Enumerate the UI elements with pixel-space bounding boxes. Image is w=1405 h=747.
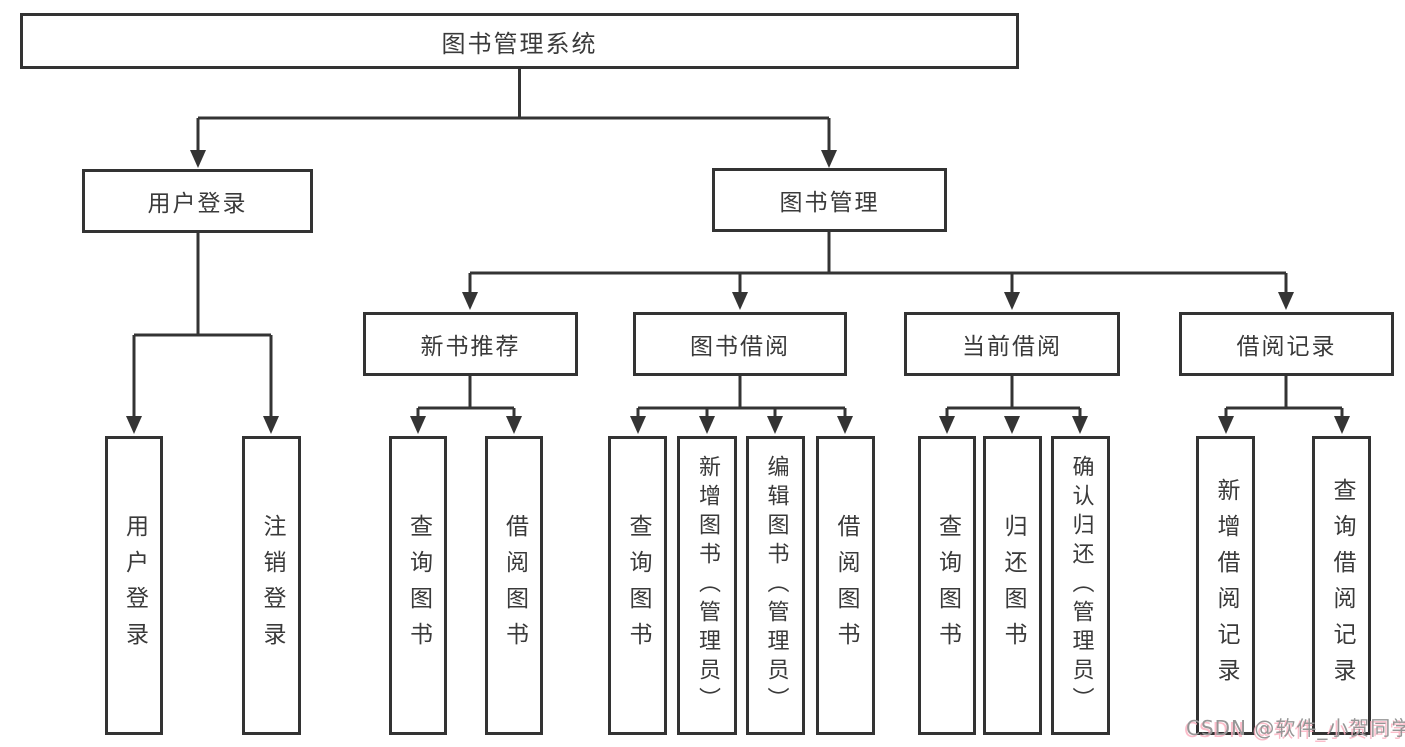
leaf-label: 新增借阅记录 (1213, 477, 1239, 694)
leaf-label: 用户登录 (121, 513, 148, 658)
leaf-label: 确认归还（管理员） (1068, 455, 1094, 716)
arrowhead (1004, 292, 1020, 310)
arrowhead (1004, 416, 1020, 434)
leaf-label: 新增图书（管理员） (695, 455, 720, 716)
arrowhead (767, 416, 783, 434)
node-library-management-system: 图书管理系统 (20, 13, 1019, 69)
leaf-return-books: 归还图书 (983, 436, 1042, 735)
node-label: 图书借阅 (690, 334, 790, 360)
leaf-query-borrow-record: 查询借阅记录 (1312, 436, 1371, 735)
leaf-query-books-recommend: 查询图书 (389, 436, 447, 735)
node-current-borrow: 当前借阅 (904, 312, 1120, 376)
leaf-logout: 注销登录 (242, 436, 301, 735)
arrowhead (263, 416, 279, 434)
node-label: 用户登录 (147, 191, 248, 217)
leaf-label: 注销登录 (259, 513, 285, 658)
node-label: 当前借阅 (962, 334, 1062, 360)
leaf-label: 查询图书 (625, 513, 651, 658)
leaf-edit-books-admin: 编辑图书（管理员） (746, 436, 805, 735)
leaf-label: 查询图书 (405, 513, 432, 658)
connector-line (196, 69, 831, 150)
connector-line (636, 376, 847, 416)
leaf-label: 借阅图书 (833, 513, 859, 658)
leaf-add-borrow-record: 新增借阅记录 (1196, 436, 1255, 735)
connector-book-borrow-children (630, 376, 853, 434)
node-label: 图书管理 (779, 190, 880, 216)
arrowhead (732, 292, 748, 310)
arrowhead (821, 150, 837, 168)
node-book-management: 图书管理 (712, 168, 947, 232)
csdn-watermark: CSDN @软件_小贺同学 (1186, 716, 1405, 740)
arrowhead (462, 292, 478, 310)
leaf-user-login: 用户登录 (105, 436, 163, 735)
leaf-borrow-books-recommend: 借阅图书 (485, 436, 543, 735)
leaf-label: 借阅图书 (501, 513, 528, 658)
arrowhead (837, 416, 853, 434)
connector-user-login-children (126, 232, 279, 434)
node-user-login: 用户登录 (82, 169, 313, 233)
leaf-query-books-borrow: 查询图书 (608, 436, 667, 735)
arrowhead (410, 416, 426, 434)
arrowhead (1278, 292, 1294, 310)
leaf-add-books-admin: 新增图书（管理员） (677, 436, 737, 735)
connector-line (416, 376, 516, 416)
node-book-borrow: 图书借阅 (633, 312, 847, 376)
arrowhead (126, 416, 142, 434)
node-label: 图书管理系统 (441, 29, 598, 58)
arrowhead (630, 416, 646, 434)
connector-line (1224, 376, 1344, 416)
node-new-book-recommend: 新书推荐 (363, 312, 578, 376)
leaf-borrow-books: 借阅图书 (816, 436, 875, 735)
arrowhead (1072, 416, 1088, 434)
connector-root-to-level1 (190, 69, 837, 168)
arrowhead (1334, 416, 1350, 434)
connector-current-borrow-children (939, 376, 1088, 434)
arrowhead (699, 416, 715, 434)
node-label: 借阅记录 (1236, 334, 1337, 360)
arrowhead (506, 416, 522, 434)
connector-line (945, 376, 1082, 416)
leaf-label: 查询借阅记录 (1329, 477, 1355, 694)
arrowhead (190, 150, 206, 168)
node-label: 新书推荐 (420, 334, 521, 360)
connector-book-management-children (462, 232, 1294, 310)
arrowhead (1218, 416, 1234, 434)
arrowhead (939, 416, 955, 434)
node-borrow-records: 借阅记录 (1179, 312, 1394, 376)
leaf-label: 归还图书 (1000, 513, 1026, 658)
connector-new-book-children (410, 376, 522, 434)
leaf-confirm-return-admin: 确认归还（管理员） (1051, 436, 1110, 735)
connector-borrow-records-children (1218, 376, 1350, 434)
connector-line (132, 232, 273, 416)
leaf-label: 查询图书 (934, 513, 961, 658)
leaf-label: 编辑图书（管理员） (763, 455, 789, 716)
leaf-query-books-current: 查询图书 (918, 436, 976, 735)
connector-line (468, 232, 1288, 292)
